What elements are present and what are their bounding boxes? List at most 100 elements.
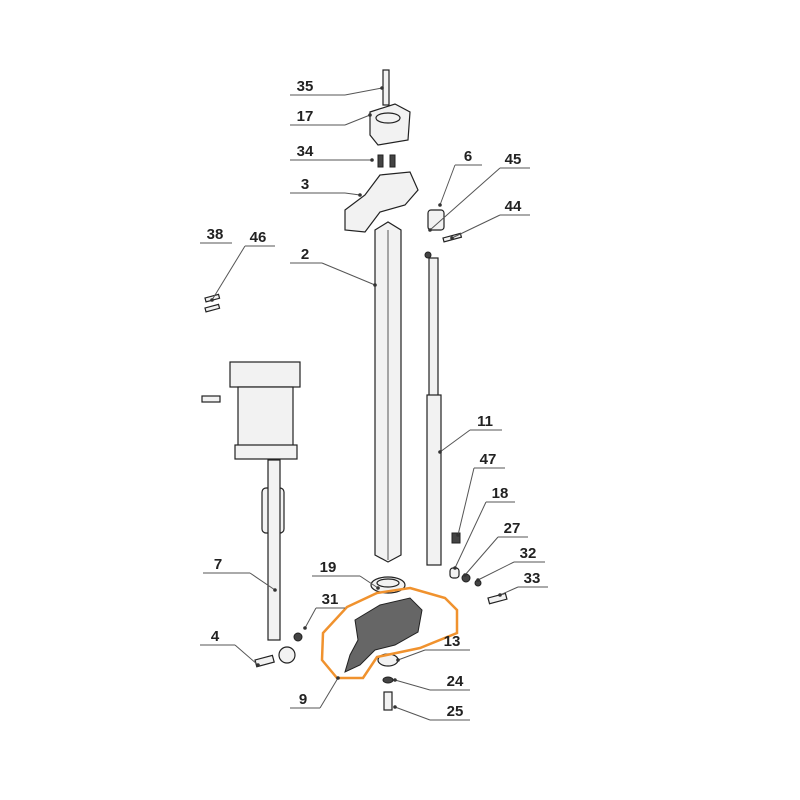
callout-31: 31 [303,591,345,630]
leader-line [344,114,371,126]
leader-arrowhead [438,450,442,454]
callout-number: 11 [477,413,493,430]
part-7-rod [267,459,281,641]
part-47-fitting [451,532,461,544]
part-25-bolt [383,691,393,711]
callout-number: 47 [480,451,497,468]
callout-13: 13 [396,633,470,662]
leader-arrowhead [393,678,397,682]
callout-34: 34 [290,143,374,162]
part-24-washer [382,676,394,684]
callout-7: 7 [203,556,277,592]
callout-2: 2 [290,246,377,287]
leader-line [394,679,431,691]
callout-9: 9 [290,676,340,709]
part-11-cylinder [426,394,442,566]
part-33-bolt [487,592,508,605]
leader-arrowhead [210,298,214,302]
part-34-screw [389,154,396,168]
part-7-eye [278,646,296,664]
callout-number: 45 [505,151,522,168]
callout-46: 46 [210,229,275,302]
leader-line [344,192,361,196]
part-3-bracket [344,171,419,233]
leader-arrowhead [438,203,442,207]
part-9-valve-body [344,597,423,673]
part-17-hole [375,112,401,124]
callout-32: 32 [476,545,545,582]
callout-number: 2 [301,246,309,263]
leader-arrowhead [373,283,377,287]
callout-number: 13 [444,633,461,650]
leader-arrowhead [380,86,384,90]
leader-arrowhead [428,228,432,232]
callout-24: 24 [393,673,470,691]
callout-33: 33 [498,570,548,597]
part-6-bushing [427,209,445,231]
leader-arrowhead [336,676,340,680]
leader-arrowhead [303,626,307,630]
leader-arrowhead [370,158,374,162]
callout-number: 4 [211,628,220,645]
leader-line [397,649,426,661]
callout-19: 19 [312,559,380,590]
leader-arrowhead [463,573,467,577]
callout-18: 18 [453,485,515,570]
leader-line [451,214,501,239]
callout-number: 18 [492,485,509,502]
leader-line [464,536,499,576]
part-45-pin [424,251,432,259]
callout-44: 44 [450,198,530,240]
leader-arrowhead [393,705,397,709]
callout-35: 35 [290,78,384,96]
callout-number: 32 [520,545,537,562]
part-34-screw [377,154,384,168]
leader-arrowhead [450,236,454,240]
callout-number: 44 [505,198,522,215]
part-17-cap [369,103,411,146]
leader-arrowhead [358,193,362,197]
callout-38: 38 [200,226,232,244]
callout-4: 4 [200,628,260,667]
leader-line [454,501,487,569]
leader-line [234,644,259,666]
leader-arrowhead [368,113,372,117]
leader-line [457,467,475,536]
pump-cylinder [237,386,294,448]
leader-line [304,607,317,629]
leader-line [439,164,456,206]
callout-number: 3 [301,176,309,193]
callout-number: 17 [297,108,314,125]
leader-line [394,706,431,721]
part-31-nut [293,632,303,642]
leader-line [359,575,379,589]
part-19-ring-inner [376,578,400,588]
callout-number: 6 [464,148,472,165]
leader-arrowhead [396,658,400,662]
callout-number: 9 [299,691,307,708]
leader-line [344,87,383,96]
leader-arrowhead [476,578,480,582]
callout-6: 6 [438,148,482,207]
callout-27: 27 [463,520,528,577]
leader-line [499,586,519,596]
leader-line [439,429,471,453]
pump-head [229,361,301,388]
callout-3: 3 [290,176,362,197]
callout-number: 24 [447,673,464,690]
callout-47: 47 [456,451,505,537]
leader-line [249,572,276,591]
leader-line [477,561,515,581]
leader-line [321,262,376,286]
callout-number: 46 [250,229,267,246]
pump-bolt [201,395,221,403]
callout-number: 35 [297,78,314,95]
pump-base [234,444,298,460]
callout-17: 17 [290,108,372,126]
callout-number: 19 [320,559,337,576]
leader-arrowhead [498,593,502,597]
highlight-outline [320,586,459,680]
callout-number: 34 [297,143,314,160]
